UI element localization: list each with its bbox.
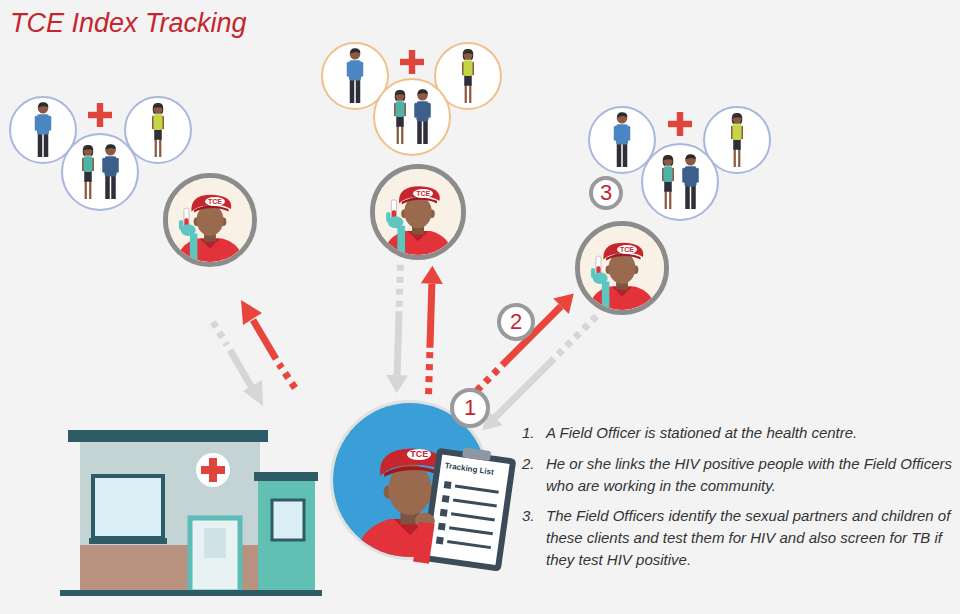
list-number: 1. — [522, 422, 535, 444]
officer-portrait — [375, 169, 461, 255]
arrow-pair — [213, 300, 295, 406]
arrow-shaft — [495, 359, 554, 418]
beret-badge: TCE — [407, 449, 431, 460]
flow-arrow — [421, 266, 443, 394]
callout-number: 2 — [497, 303, 535, 341]
arrow-tail — [429, 348, 430, 394]
beret-badge: TCE — [413, 189, 433, 198]
list-number: 3. — [522, 505, 535, 527]
family-group — [589, 107, 770, 220]
officer-figure — [168, 178, 252, 262]
arrow-tail — [399, 265, 400, 311]
officer-portrait — [580, 226, 664, 310]
health-centre — [60, 430, 322, 596]
list-text: A Field Officer is stationed at the heal… — [546, 422, 954, 444]
flow-arrow — [482, 316, 596, 430]
list-text: He or she links the HIV positive people … — [546, 453, 954, 497]
list-text: The Field Officers identify the sexual p… — [546, 505, 954, 570]
field-officer: TCE — [370, 164, 466, 260]
arrow-shaft — [397, 311, 399, 375]
officer-figure — [375, 169, 461, 255]
flow-arrow — [386, 265, 408, 393]
clipboard: Tracking List — [421, 444, 521, 575]
arrow-head — [386, 375, 408, 393]
officer-figure — [580, 226, 664, 310]
field-officer: TCE — [163, 173, 257, 267]
callout-number: 1 — [450, 388, 490, 428]
field-officer: TCE — [575, 221, 669, 315]
family-group — [322, 43, 501, 155]
list-number: 2. — [522, 453, 535, 475]
arrow-head — [421, 266, 443, 284]
arrow-tail — [554, 316, 597, 359]
callout-number: 3 — [589, 176, 623, 210]
beret-badge: TCE — [205, 197, 225, 206]
diagram-title: TCE Index Tracking — [10, 8, 247, 39]
family-group — [10, 97, 191, 210]
officer-portrait — [168, 178, 252, 262]
clipboard — [421, 444, 521, 575]
arrow-head — [553, 294, 574, 315]
beret-badge: TCE — [617, 245, 637, 254]
arrow-shaft — [430, 284, 432, 348]
